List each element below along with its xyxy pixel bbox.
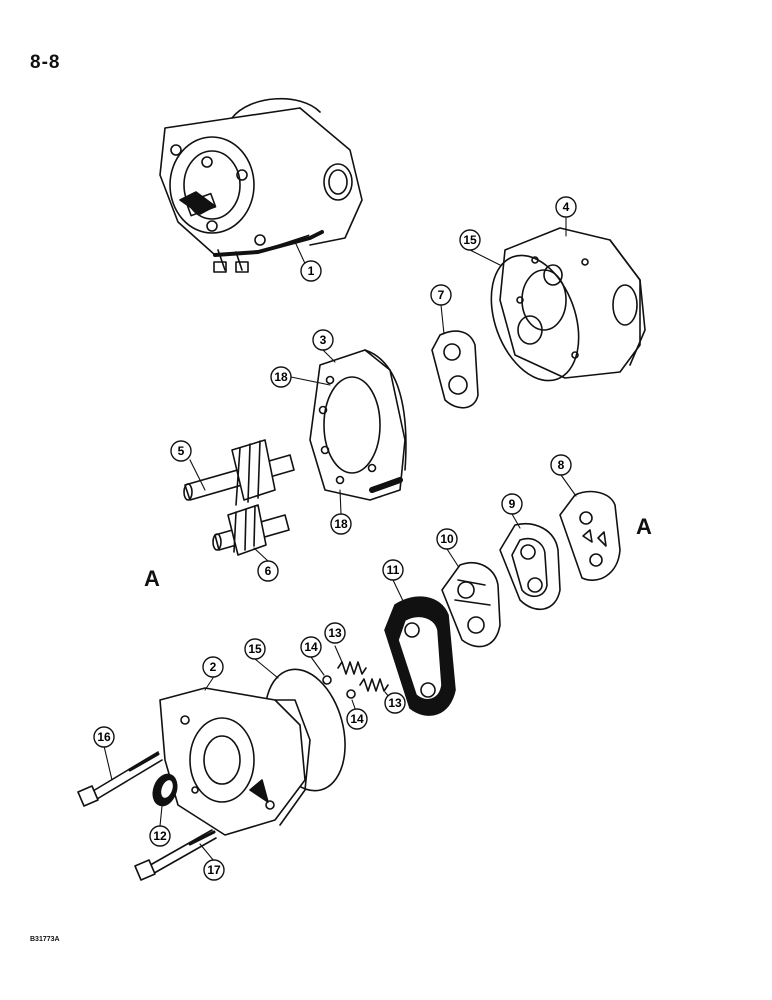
callout-label-9: 9 [509, 497, 516, 511]
callout-label-5: 5 [178, 444, 185, 458]
callout-label-15: 15 [248, 642, 262, 656]
front-cover [159, 687, 311, 836]
figure-reference: B31773A [30, 936, 60, 943]
callout-circle-11 [382, 559, 404, 581]
callout-circle-5 [170, 440, 192, 462]
callout-label-17: 17 [207, 863, 221, 877]
shaft-seal [152, 773, 178, 807]
view-label-a-right: A [636, 514, 652, 539]
o-ring-upper [490, 254, 580, 382]
gear-housing [309, 349, 407, 501]
view-label-a-left: A [144, 566, 160, 591]
wear-plate-8 [559, 490, 621, 581]
callout-label-3: 3 [320, 333, 327, 347]
check-ball-upper [322, 675, 332, 685]
callout-label-7: 7 [438, 288, 445, 302]
pump-housing [499, 227, 646, 379]
callout-circle-16 [93, 726, 115, 748]
callout-circle-8 [550, 454, 572, 476]
check-ball-lower [346, 689, 356, 699]
callout-circle-7 [430, 284, 452, 306]
callout-label-18: 18 [274, 370, 288, 384]
short-bolt [134, 829, 217, 881]
callout-label-10: 10 [440, 532, 454, 546]
check-springs [337, 661, 389, 692]
callout-circle-15 [459, 229, 481, 251]
driven-gear [212, 504, 290, 556]
callout-label-4: 4 [563, 200, 570, 214]
long-bolt [77, 751, 163, 807]
callout-circle-18 [330, 513, 352, 535]
leader-lines [103, 217, 577, 862]
callout-circle-15 [244, 638, 266, 660]
callout-label-12: 12 [153, 829, 167, 843]
callout-label-11: 11 [387, 563, 400, 577]
callout-circle-13 [384, 692, 406, 714]
callout-circle-13 [324, 622, 346, 644]
callout-circle-6 [257, 560, 279, 582]
backup-gasket-9 [499, 523, 561, 611]
callout-label-6: 6 [265, 564, 272, 578]
callout-circle-2 [202, 656, 224, 678]
callout-label-14: 14 [304, 640, 318, 654]
drive-gear-shaft [183, 439, 295, 506]
callout-circle-18 [270, 366, 292, 388]
seal-plate-10 [441, 561, 501, 648]
callout-circle-17 [203, 859, 225, 881]
callout-circle-4 [555, 196, 577, 218]
callout-label-1: 1 [308, 264, 315, 278]
callout-circle-14 [346, 708, 368, 730]
callout-circle-1 [300, 260, 322, 282]
callout-label-13: 13 [328, 626, 342, 640]
callout-circle-3 [312, 329, 334, 351]
callout-label-18: 18 [334, 517, 348, 531]
callout-label-13: 13 [388, 696, 402, 710]
callout-circle-9 [501, 493, 523, 515]
callout-label-2: 2 [210, 660, 217, 674]
gasket-7 [431, 330, 479, 409]
callout-label-15: 15 [463, 233, 477, 247]
callout-label-14: 14 [350, 712, 364, 726]
callout-circle-14 [300, 636, 322, 658]
page-number: 8-8 [30, 52, 61, 73]
assembled-pump [159, 97, 363, 273]
callout-circle-12 [149, 825, 171, 847]
callout-circle-10 [436, 528, 458, 550]
callout-label-16: 16 [97, 730, 111, 744]
isolation-plate-11 [384, 596, 456, 716]
callout-label-8: 8 [558, 458, 565, 472]
